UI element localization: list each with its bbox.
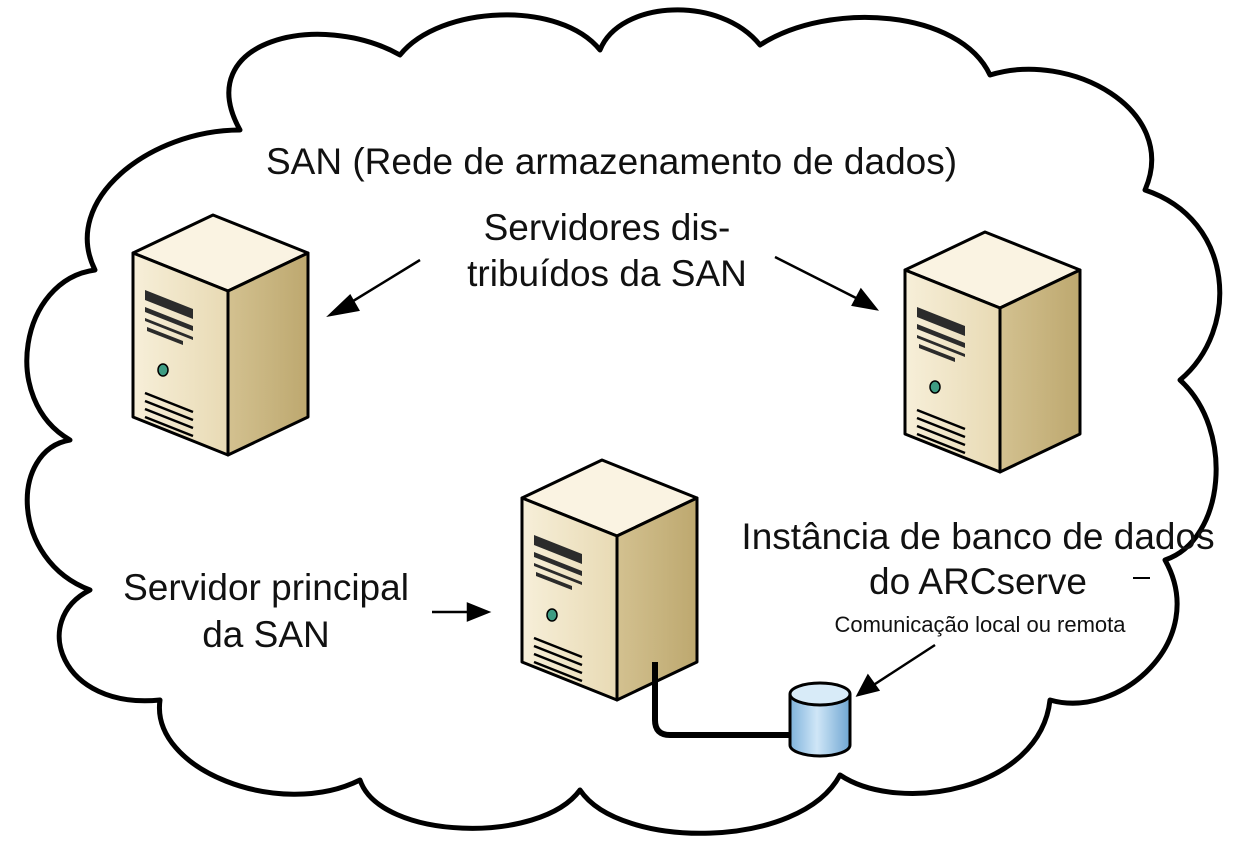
primary-server-label-line1: Servidor principal [123, 567, 409, 608]
db-instance-label-line2: do ARCserve [869, 561, 1087, 602]
arrow-to-primary-server [432, 602, 492, 622]
distributed-server-left-icon [131, 213, 310, 457]
database-icon [788, 681, 852, 758]
distributed-servers-label-line1: Servidores dis- [483, 207, 731, 248]
cloud-title: SAN (Rede de armazenamento de dados) [266, 141, 958, 182]
arrow-to-left-server [326, 258, 421, 317]
communication-label: Comunicação local ou remota [834, 612, 1126, 637]
primary-server-icon [520, 458, 699, 702]
arrow-to-database [855, 643, 936, 697]
db-instance-label-line1: Instância de banco de dados [741, 516, 1215, 557]
distributed-servers-label-line2: tribuídos da SAN [467, 253, 747, 294]
san-cloud [24, 7, 1223, 836]
arrow-to-right-server [774, 255, 880, 311]
primary-server-label-line2: da SAN [202, 614, 330, 655]
distributed-server-right-icon [903, 230, 1082, 474]
db-cable [652, 662, 792, 738]
